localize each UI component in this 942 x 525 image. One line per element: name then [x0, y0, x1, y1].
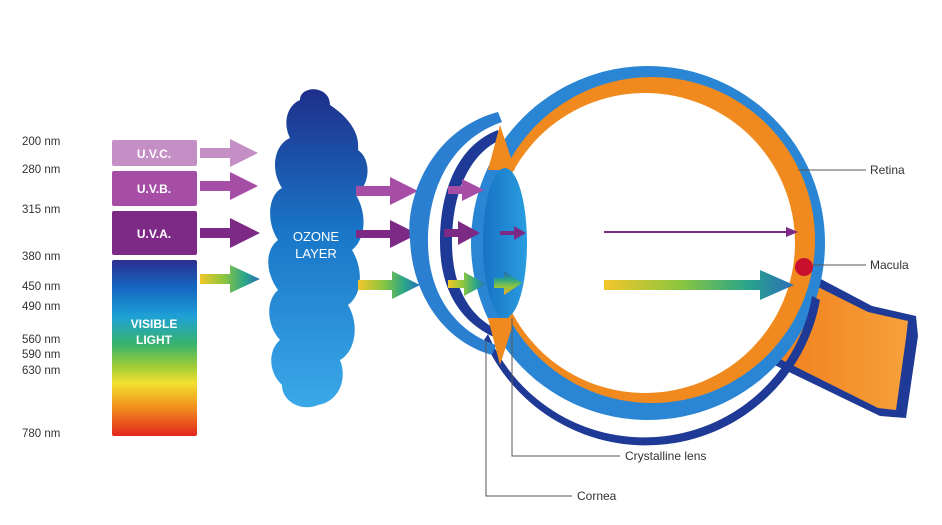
- ozone-cloud: [268, 89, 368, 408]
- uva-transmitted-arrow: [356, 220, 418, 248]
- uva-arrow: [200, 218, 260, 248]
- uva-label: U.V.A.: [137, 227, 171, 241]
- uvb-arrow: [200, 172, 258, 200]
- wavelength-label: 315 nm: [22, 204, 60, 216]
- visible-label-line2: LIGHT: [136, 333, 173, 347]
- crystalline-lens: [483, 168, 527, 318]
- visible-light-band: VISIBLE LIGHT: [112, 260, 197, 436]
- iris-bottom: [488, 318, 515, 365]
- wavelength-label: 560 nm: [22, 334, 60, 346]
- macula-label: Macula: [870, 258, 909, 272]
- cornea: [409, 112, 502, 355]
- ozone-layer: OZONE LAYER: [268, 89, 368, 408]
- cornea-label: Cornea: [577, 489, 617, 503]
- lens-label: Crystalline lens: [625, 449, 706, 463]
- visible-lens-arrow: [494, 271, 522, 295]
- uvb-box: [112, 171, 197, 206]
- visible-cornea-arrow: [448, 272, 486, 296]
- transmitted-arrows: [356, 177, 420, 299]
- uvc-arrow: [200, 139, 258, 167]
- uvb-cornea-arrow: [448, 179, 484, 201]
- visible-spectrum-box: [112, 260, 197, 436]
- visible-transmitted-arrow: [358, 271, 420, 299]
- uva-band: U.V.A.: [112, 211, 197, 255]
- ozone-label-line2: LAYER: [295, 246, 337, 261]
- cornea-leader: [485, 340, 572, 497]
- uva-box: [112, 211, 197, 255]
- visible-label-line1: VISIBLE: [131, 317, 178, 331]
- visible-retina-arrow: [604, 270, 794, 300]
- wavelength-label: 280 nm: [22, 164, 60, 176]
- wavelength-label: 780 nm: [22, 428, 60, 440]
- wavelength-label: 590 nm: [22, 349, 60, 361]
- vitreous-interior: [495, 93, 795, 393]
- lens-leader: [511, 318, 620, 457]
- eyeball: [471, 66, 825, 446]
- uva-retina-ray-head: [786, 227, 798, 237]
- eye-internal-arrows: [444, 179, 526, 296]
- uva-lens-arrow: [500, 226, 526, 240]
- uvb-label: U.V.B.: [137, 182, 171, 196]
- macula: [795, 258, 813, 276]
- uvc-box: [112, 140, 197, 166]
- wavelength-label: 490 nm: [22, 301, 60, 313]
- ozone-label-line1: OZONE: [293, 229, 340, 244]
- uvc-label: U.V.C.: [137, 147, 171, 161]
- wavelength-label: 450 nm: [22, 281, 60, 293]
- retina-label: Retina: [870, 163, 905, 177]
- wavelength-label: 630 nm: [22, 365, 60, 377]
- uvb-band: U.V.B.: [112, 171, 197, 206]
- uvb-transmitted-arrow: [356, 177, 418, 205]
- retina-rays: [604, 227, 798, 300]
- iris-top: [488, 125, 515, 170]
- wavelength-label: 380 nm: [22, 251, 60, 263]
- visible-arrow: [200, 265, 260, 293]
- uva-cornea-arrow: [444, 221, 480, 245]
- eye-labels: Retina Macula Crystalline lens Cornea: [485, 163, 909, 503]
- incoming-arrows: [200, 139, 260, 293]
- wavelength-scale: 200 nm 280 nm 315 nm 380 nm 450 nm 490 n…: [22, 136, 60, 440]
- wavelength-label: 200 nm: [22, 136, 60, 148]
- uvc-band: U.V.C.: [112, 140, 197, 166]
